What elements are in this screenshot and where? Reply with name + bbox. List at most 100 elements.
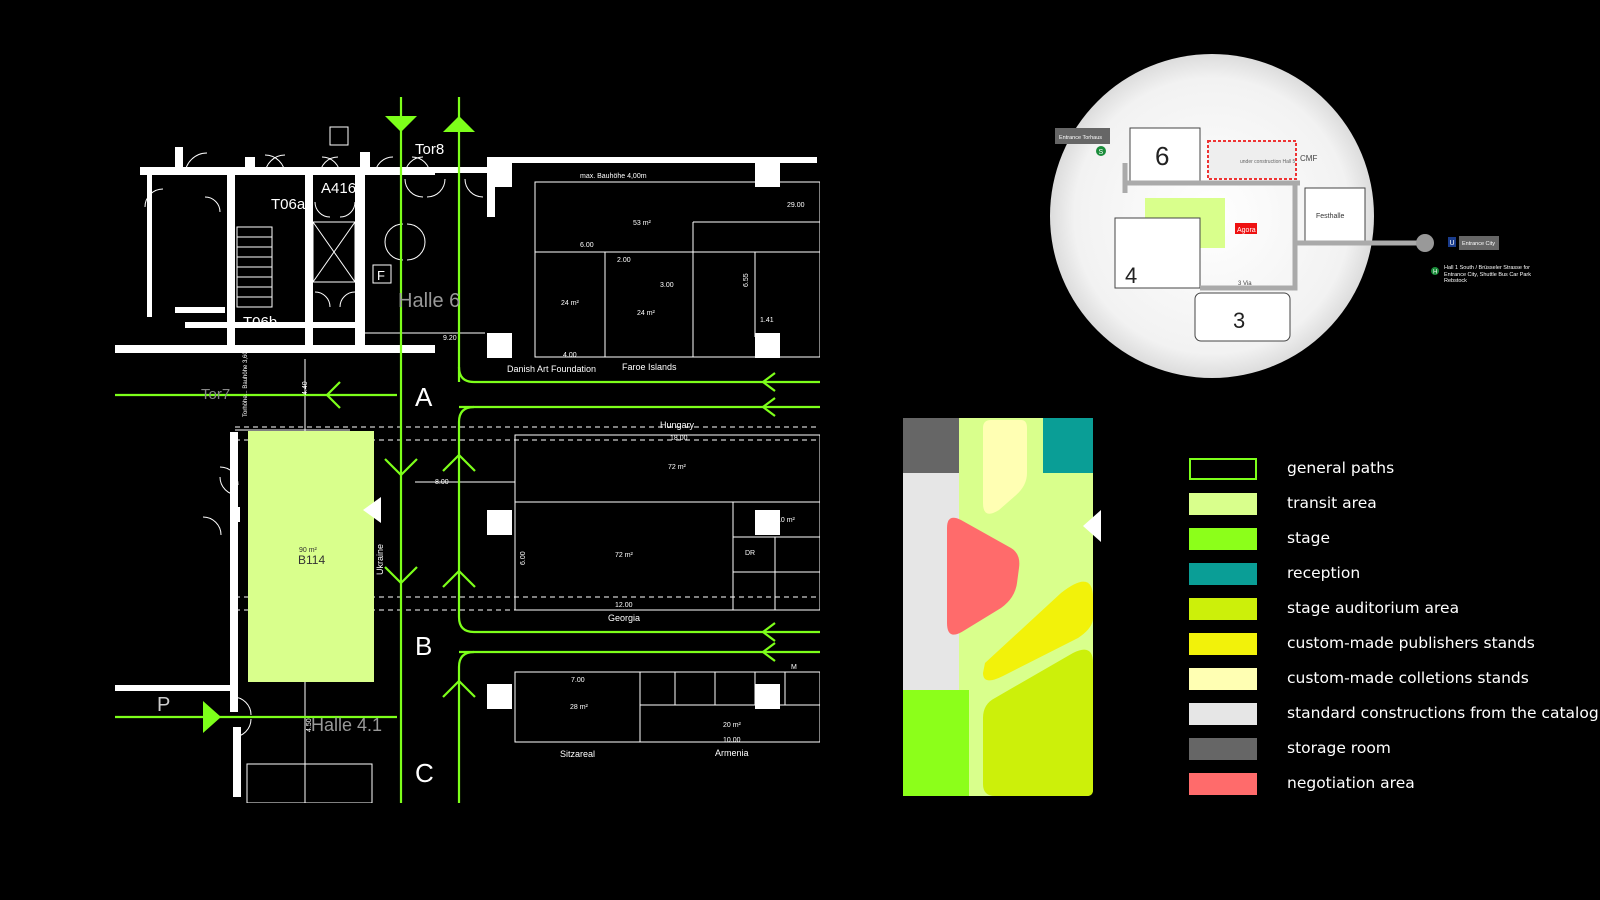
area-7: 20 m²	[723, 722, 742, 729]
hall-3-block	[1194, 292, 1291, 342]
area-4: 72 m²	[668, 464, 687, 471]
path-arrow-right	[203, 701, 221, 733]
h-badge: H	[1433, 270, 1437, 276]
legend-label: reception	[1287, 564, 1361, 582]
p-marker: P	[157, 694, 170, 716]
dim-5: 4.00	[563, 352, 577, 359]
room-t06b: T06b	[243, 314, 277, 331]
vertical-note: Torhöhe... Bauhöhe 3,60m	[243, 346, 249, 417]
festhalle-block	[1304, 187, 1366, 244]
legend-label: negotiation area	[1287, 774, 1415, 792]
legend-swatch	[1189, 528, 1257, 550]
dim-13: 10.00	[723, 737, 741, 744]
overview-agora: Agora	[1237, 227, 1256, 234]
dim-2: 6.00	[580, 242, 594, 249]
h-bus-icon	[1431, 267, 1439, 275]
general-paths	[115, 97, 820, 803]
dim-10: 8.00	[435, 479, 449, 486]
stairwell	[236, 126, 356, 308]
legend-swatch	[1189, 563, 1257, 585]
scheme-negotiation-area	[947, 517, 1020, 635]
marker-f-box	[372, 264, 392, 284]
path-arrow-down	[385, 116, 417, 132]
aisle-a: A	[415, 382, 433, 412]
stand-ukraine: Ukraine	[375, 544, 385, 575]
dim-6: 6.55	[743, 273, 750, 287]
gate-tor8: Tor8	[415, 141, 444, 158]
hall-4-block	[1114, 217, 1201, 289]
scheme-stage	[903, 690, 969, 796]
entrance-torhaus-label: Entrance Torhaus	[1059, 135, 1102, 141]
legend-swatch	[1189, 773, 1257, 795]
legend-swatch	[1189, 668, 1257, 690]
gate-tor7: Tor7	[201, 386, 230, 403]
legend-swatch	[1189, 493, 1257, 515]
scheme-stage-auditorium	[983, 649, 1093, 796]
dim-4: 2.00	[617, 257, 631, 264]
under-construction-note: under construction Hall 5	[1240, 159, 1296, 165]
u-bahn-icon	[1448, 237, 1456, 247]
legend-label: general paths	[1287, 459, 1395, 477]
legend-label: custom-made colletions stands	[1287, 669, 1529, 687]
area-8: 10 m²	[777, 517, 796, 524]
legend-item-transit-area: transit area	[1189, 493, 1589, 517]
legend-item-stage-auditorium: stage auditorium area	[1189, 598, 1589, 622]
legend-swatch	[1189, 738, 1257, 760]
overview-festhalle: Festhalle	[1316, 213, 1345, 220]
dim-1: 29.00	[787, 202, 805, 209]
scheme-collections-stands	[983, 420, 1027, 514]
dim-8: 9.20	[443, 335, 457, 342]
legend-label: stage auditorium area	[1287, 599, 1460, 617]
dim-9: 18.00	[670, 435, 688, 442]
stand-hungary: Hungary	[660, 420, 695, 430]
area-1: 53 m²	[633, 220, 652, 227]
entrance-torhaus-box	[1055, 128, 1110, 144]
scheme-reception	[1043, 418, 1093, 473]
stand-b114-label: B114	[298, 553, 325, 567]
legend-label: standard constructions from the catalog	[1287, 704, 1599, 722]
hall-6-label: Halle 6	[398, 290, 460, 312]
dim-11: 12.00	[615, 602, 633, 609]
dim-3: 3.00	[660, 282, 674, 289]
legend-item-negotiation-area: negotiation area	[1189, 773, 1589, 797]
path-arrow-up	[443, 116, 475, 132]
legend-item-standard-constructions: standard constructions from the catalog	[1189, 703, 1599, 727]
legend-label: transit area	[1287, 494, 1377, 512]
aisle-b: B	[415, 631, 432, 661]
area-3: 24 m²	[637, 310, 656, 317]
stand-faroe: Faroe Islands	[622, 362, 677, 372]
legend-item-storage-room: storage room	[1189, 738, 1589, 762]
zone-scheme	[903, 418, 1103, 813]
hall-41-label: Halle 4.1	[311, 715, 382, 735]
entrance-city-point	[1416, 234, 1434, 252]
stand-b114	[248, 431, 374, 682]
overview-hall-6: 6	[1155, 141, 1169, 171]
hall-6-block	[1129, 127, 1201, 184]
legend-label: stage	[1287, 529, 1331, 547]
hall1-note-box: Hall 1 South / Brüsseler Strasse for Ent…	[1444, 265, 1531, 284]
dim-17: DR	[745, 550, 755, 557]
stand-b114-area: 90 m²	[299, 547, 318, 554]
area-2: 24 m²	[561, 300, 580, 307]
legend-swatch	[1189, 633, 1257, 655]
hall-5-block	[1207, 140, 1297, 180]
columns	[487, 333, 780, 709]
legend-label: storage room	[1287, 739, 1391, 757]
entrance-city-label: Entrance City	[1462, 241, 1495, 247]
s-bahn-icon	[1096, 146, 1106, 156]
dim-16: 6.00	[520, 551, 527, 565]
entrance-marker	[363, 497, 381, 523]
dim-15: 4.50	[306, 718, 313, 732]
area-5: 72 m²	[615, 552, 634, 559]
legend-item-publishers-stands: custom-made publishers stands	[1189, 633, 1589, 657]
dim-7: 1.41	[760, 317, 774, 324]
floor-plan: Tor8 Tor7 A416 T06a T06b F Halle 6 Halle…	[115, 97, 820, 803]
aisle-c: C	[415, 758, 434, 788]
dim-14: 4.40	[302, 381, 309, 395]
s-badge: S	[1099, 149, 1104, 156]
legend-item-general-paths: general paths	[1189, 458, 1589, 482]
legend-label: custom-made publishers stands	[1287, 634, 1535, 652]
legend-swatch	[1189, 703, 1257, 725]
door-arcs	[144, 152, 484, 738]
stand-danish: Danish Art Foundation	[507, 364, 596, 374]
